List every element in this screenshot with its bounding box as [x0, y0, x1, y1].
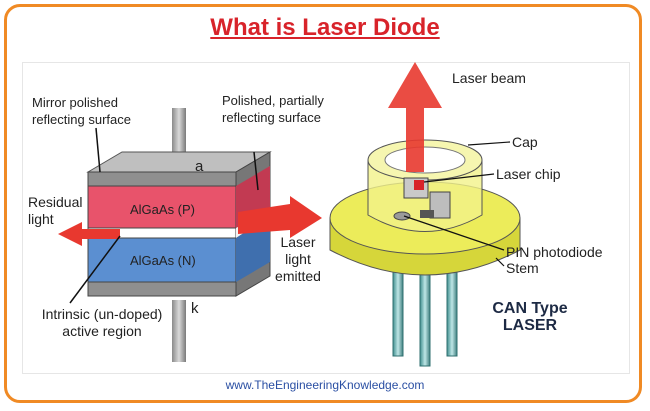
- laser-beam-arrow: [388, 62, 442, 172]
- label-pin-photodiode: PIN photodiode: [506, 244, 603, 260]
- label-can-type: CAN Type LASER: [492, 300, 568, 334]
- label-polished-partial: Polished, partially reflecting surface: [222, 93, 324, 125]
- pointer-photodiode: [403, 215, 505, 251]
- top-contact: [87, 171, 237, 187]
- laser-chip-emitter: [414, 180, 424, 190]
- page-title: What is Laser Diode: [210, 14, 440, 41]
- cap-window: [384, 146, 466, 174]
- pin-photodiode: [393, 211, 411, 221]
- pin-3: [446, 261, 458, 357]
- laser-emitted-arrow: [238, 196, 322, 238]
- label-laser-emitted: Laser light emitted: [275, 234, 321, 284]
- pointer-chip: [423, 173, 495, 183]
- pointer-cap: [467, 141, 511, 146]
- label-residual-light: Residual light: [28, 194, 83, 227]
- label-laser-beam: Laser beam: [452, 70, 526, 86]
- label-mirror-polished: Mirror polished reflecting surface: [32, 95, 131, 127]
- pointer-stem: [495, 257, 505, 267]
- bottom-contact: [87, 281, 237, 297]
- bottom-lead: [172, 300, 186, 362]
- can-package: [329, 62, 521, 367]
- label-intrinsic: Intrinsic (un-doped) active region: [41, 306, 163, 339]
- label-terminal-k: k: [191, 300, 199, 317]
- pointer-intrinsic: [69, 235, 121, 304]
- label-p-layer: AlGaAs (P): [130, 202, 196, 217]
- outer-frame: [4, 4, 642, 403]
- label-terminal-a: a: [195, 158, 204, 175]
- label-laser-chip: Laser chip: [496, 166, 561, 182]
- pointer-mirror: [95, 127, 101, 173]
- footer-website: www.TheEngineeringKnowledge.com: [225, 378, 425, 392]
- label-cap: Cap: [512, 134, 538, 150]
- residual-light-arrow: [58, 222, 120, 246]
- label-stem: Stem: [506, 260, 539, 276]
- pin-2: [419, 261, 431, 367]
- mount-block: [429, 191, 451, 219]
- label-n-layer: AlGaAs (N): [130, 253, 196, 268]
- pointer-partial: [253, 151, 259, 191]
- photodiode-chip: [420, 210, 434, 218]
- pin-1: [392, 261, 404, 357]
- diode-block: [86, 108, 272, 362]
